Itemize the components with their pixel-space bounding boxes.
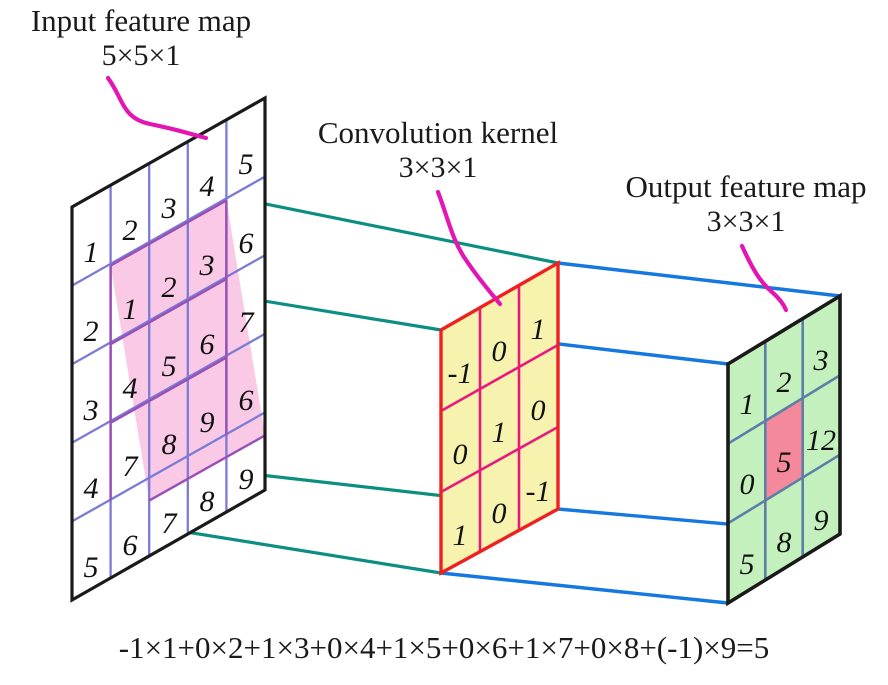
input-cell: 6 [200, 328, 215, 361]
input-cell: 8 [162, 428, 177, 461]
kernel-label-title: Convolution kernel [317, 115, 559, 150]
input-map-values: 1 2 3 4 5 2 1 2 3 6 3 4 5 6 7 4 7 8 9 6 [83, 148, 256, 584]
output-cell: 0 [740, 468, 755, 501]
kernel-column-lines [478, 285, 521, 552]
input-label-title: Input feature map [30, 3, 252, 38]
convolution-equation: -1×1+0×2+1×3+0×4+1×5+0×6+1×7+0×8+(-1)×9=… [118, 630, 770, 665]
input-cell: 5 [84, 551, 99, 584]
input-cell: 9 [200, 406, 215, 439]
output-feature-map[interactable]: 1 2 3 0 5 12 5 8 9 [726, 292, 842, 607]
input-cell: 6 [123, 529, 138, 562]
input-cell: 7 [123, 450, 140, 483]
output-map-border [726, 292, 842, 607]
input-cell: 3 [161, 192, 177, 225]
output-map-values: 1 2 3 0 5 12 5 8 9 [740, 344, 837, 581]
kernel-cell: -1 [526, 475, 551, 508]
input-label-dims: 5×5×1 [101, 38, 181, 72]
kernel-cell: 1 [531, 313, 546, 346]
convolution-kernel-map[interactable]: -1 0 1 0 1 0 1 0 -1 [439, 260, 560, 576]
output-cell: 3 [813, 344, 829, 377]
input-cell: 5 [162, 350, 177, 383]
input-feature-map[interactable]: 1 2 3 4 5 2 1 2 3 6 3 4 5 6 7 4 7 8 9 6 [70, 95, 267, 603]
kernel-cell: 1 [453, 519, 468, 552]
pointer-kernel-icon [435, 189, 503, 307]
input-feature-map-label: Input feature map 5×5×1 [8, 3, 274, 72]
kernel-cell: 0 [531, 394, 546, 427]
pointer-input-icon [105, 75, 209, 141]
kernel-values: -1 0 1 0 1 0 1 0 -1 [448, 313, 551, 552]
output-map-row-lines [727, 374, 841, 525]
kernel-cell: 1 [492, 416, 507, 449]
input-cell: 5 [239, 148, 254, 181]
pointer-arrows [105, 75, 789, 313]
kernel-border [439, 260, 560, 576]
kernel-cell: -1 [448, 357, 473, 390]
kernel-cell: 0 [453, 438, 468, 471]
input-cell: 7 [162, 507, 179, 540]
input-cell: 7 [239, 306, 256, 339]
input-cell: 4 [123, 372, 138, 405]
convolution-kernel-label: Convolution kernel 3×3×1 [296, 115, 580, 184]
input-cell: 8 [200, 485, 215, 518]
pointer-output-icon [739, 243, 789, 313]
output-feature-map-label: Output feature map 3×3×1 [604, 169, 888, 238]
output-cell: 8 [777, 526, 792, 559]
kernel-surface [441, 263, 558, 573]
input-cell: 1 [84, 236, 99, 269]
output-cell: 5 [777, 446, 792, 479]
input-cell: 3 [83, 394, 99, 427]
input-cell: 6 [239, 227, 254, 260]
input-cell: 3 [199, 249, 215, 282]
connector-kernel-output-1 [557, 261, 841, 298]
output-label-title: Output feature map [625, 169, 867, 204]
kernel-cell: 0 [492, 497, 507, 530]
input-cell: 4 [84, 472, 99, 505]
connector-kernel-output-4 [440, 571, 729, 605]
input-map-highlight-outline [109, 199, 266, 502]
input-cell: 2 [162, 271, 177, 304]
output-cell: 12 [806, 424, 836, 457]
input-map-border [70, 95, 267, 603]
kernel-label-dims: 3×3×1 [398, 150, 478, 184]
output-cell: 5 [740, 548, 755, 581]
output-cell: 9 [814, 504, 829, 537]
input-cell: 2 [123, 214, 138, 247]
output-cell: 1 [740, 388, 755, 421]
input-cell: 6 [239, 384, 254, 417]
input-cell: 2 [84, 315, 99, 348]
output-map-column-lines [763, 318, 805, 581]
output-cell: 2 [777, 366, 792, 399]
connector-input-kernel-1 [225, 194, 559, 265]
input-map-row-lines [71, 175, 266, 523]
output-label-dims: 3×3×1 [706, 204, 786, 238]
kernel-row-lines [440, 343, 559, 494]
input-cell: 1 [123, 293, 138, 326]
output-map-highlight-cell [765, 398, 803, 501]
input-cell: 4 [200, 170, 215, 203]
input-cell: 9 [239, 463, 254, 496]
kernel-cell: 0 [492, 335, 507, 368]
